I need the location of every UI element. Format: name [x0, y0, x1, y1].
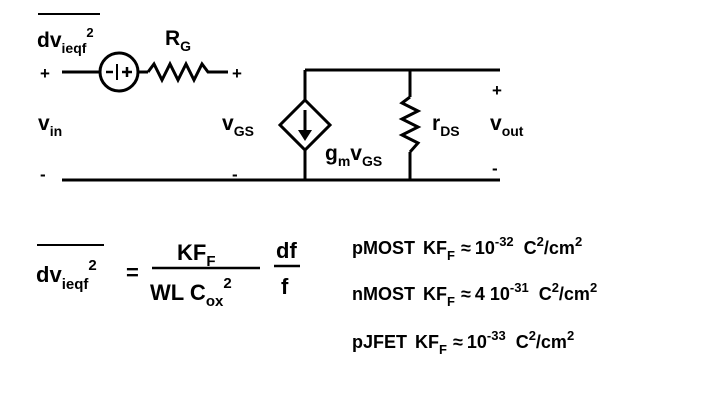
- equation-lhs: dvieqf2: [36, 257, 97, 293]
- equation-df: df: [276, 238, 297, 263]
- resistor-rg-label: RG: [165, 27, 191, 54]
- input-minus-right: -: [232, 165, 238, 184]
- resistor-rds-symbol: [398, 95, 422, 153]
- resistor-rg-symbol: [146, 60, 212, 84]
- equation-f: f: [281, 274, 289, 299]
- gm-vgs-label: gmvGS: [325, 142, 382, 169]
- input-plus-right: +: [232, 64, 242, 83]
- rds-label: rDS: [432, 112, 460, 139]
- noise-voltage-source-symbol: [98, 51, 140, 93]
- noise-source-label: dvieqf2: [37, 25, 94, 56]
- output-minus: -: [492, 159, 498, 178]
- circuit-wires: [62, 68, 500, 182]
- input-plus-left: +: [40, 64, 50, 83]
- equation-numerator: KFF: [177, 240, 216, 270]
- vgs-label: vGS: [222, 112, 254, 139]
- vin-label: vin: [38, 112, 62, 139]
- vout-label: vout: [490, 112, 524, 139]
- output-plus: +: [492, 81, 502, 100]
- equation-equals: =: [126, 260, 139, 285]
- input-minus-left: -: [40, 165, 46, 184]
- equation-denominator: WL Cox2: [150, 275, 232, 310]
- dependent-current-source-symbol: [277, 97, 333, 153]
